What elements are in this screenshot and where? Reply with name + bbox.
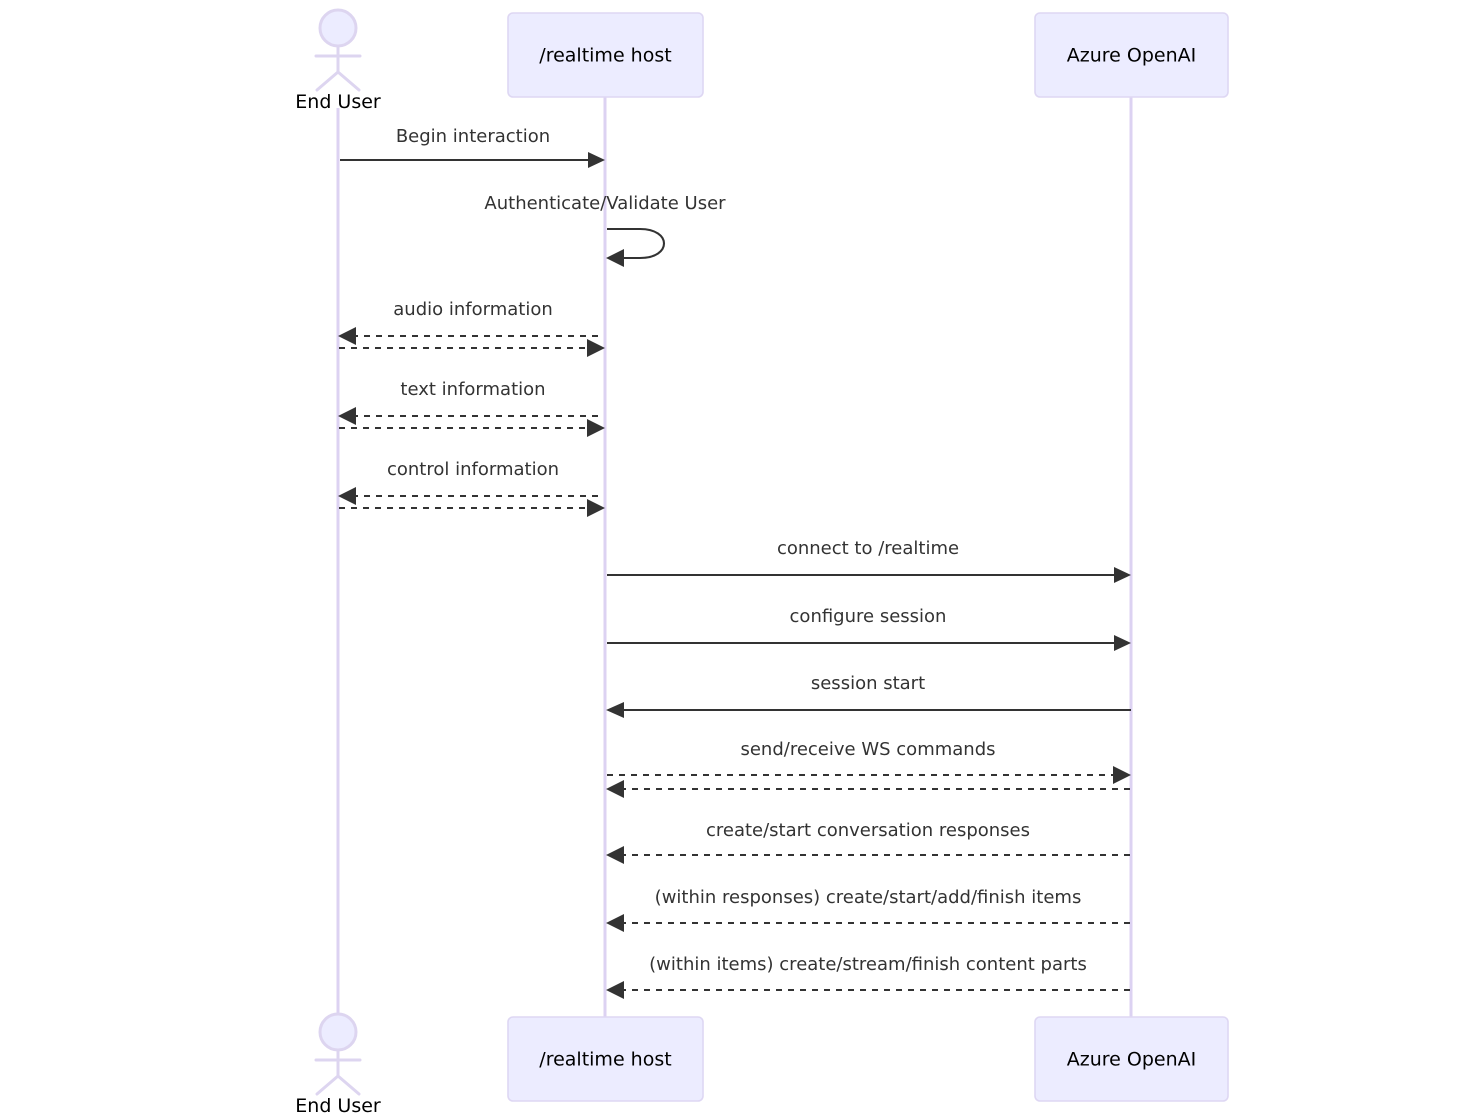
message-label: configure session [790, 606, 947, 627]
arrowhead-left-icon [338, 407, 356, 425]
arrowhead-left-icon [606, 846, 624, 864]
participant-box-shape [507, 1016, 704, 1102]
participant-box-shape [1034, 12, 1229, 98]
arrowhead-right-icon [1114, 635, 1131, 651]
message-configure-session[interactable]: configure session [607, 606, 1131, 651]
arrowhead-left-icon [606, 914, 624, 932]
message-label: Authenticate/Validate User [484, 193, 726, 214]
message-authenticate-validate-user[interactable]: Authenticate/Validate User [484, 193, 726, 267]
arrowhead-right-icon [587, 419, 605, 437]
message-label: text information [400, 379, 545, 400]
arrowhead-right-icon [587, 499, 605, 517]
actor-leg-left-icon [315, 70, 340, 92]
actor-label-end-user-bottom: End User [295, 1095, 381, 1115]
participant-box-shape [1034, 1016, 1229, 1102]
participant-realtime-host-top[interactable]: /realtime host [507, 12, 704, 98]
actor-label-end-user-top: End User [295, 91, 381, 113]
message-within-items-content-parts[interactable]: (within items) create/stream/finish cont… [606, 954, 1131, 999]
participant-realtime-host-bottom[interactable]: /realtime host [507, 1016, 704, 1102]
arrowhead-left-icon [338, 487, 356, 505]
message-label: Begin interaction [396, 126, 550, 147]
message-self-loop-line [607, 227, 666, 260]
participant-azure-openai-top[interactable]: Azure OpenAI [1034, 12, 1229, 98]
message-label: (within items) create/stream/finish cont… [649, 954, 1087, 975]
participant-label-realtime-host-top: /realtime host [539, 45, 671, 67]
message-within-responses-items[interactable]: (within responses) create/start/add/fini… [606, 887, 1131, 932]
message-connect-to-realtime[interactable]: connect to /realtime [607, 538, 1131, 583]
arrowhead-right-icon [587, 339, 605, 357]
arrowhead-left-icon [606, 249, 624, 267]
actor-leg-left-icon [315, 1074, 340, 1096]
arrowhead-right-icon [1113, 766, 1131, 784]
message-begin-interaction[interactable]: Begin interaction [340, 126, 605, 168]
actor-head-icon [318, 1012, 358, 1052]
message-audio-information[interactable]: audio information [338, 299, 605, 357]
message-send-receive-ws-commands[interactable]: send/receive WS commands [606, 739, 1131, 798]
message-label: connect to /realtime [777, 538, 959, 559]
arrowhead-left-icon [606, 981, 624, 999]
actor-leg-right-icon [336, 1074, 361, 1096]
participant-label-azure-openai-top: Azure OpenAI [1067, 45, 1196, 67]
message-control-information[interactable]: control information [338, 459, 605, 517]
message-text-information[interactable]: text information [338, 379, 605, 437]
actor-end-user-top[interactable]: End User [295, 8, 381, 113]
message-label: audio information [393, 299, 553, 320]
message-create-start-conversation-responses[interactable]: create/start conversation responses [606, 820, 1131, 864]
arrowhead-left-icon [606, 702, 624, 718]
participant-label-realtime-host-bottom: /realtime host [539, 1049, 671, 1071]
arrowhead-left-icon [338, 327, 356, 345]
actor-leg-right-icon [336, 70, 361, 92]
message-label: (within responses) create/start/add/fini… [655, 887, 1082, 908]
actor-head-icon [318, 8, 358, 48]
arrowhead-left-icon [606, 780, 624, 798]
message-label: send/receive WS commands [740, 739, 995, 760]
message-label: session start [811, 673, 925, 694]
lifelines-group [336, 97, 1133, 1018]
message-label: control information [387, 459, 559, 480]
arrowhead-right-icon [588, 152, 605, 168]
participant-box-shape [507, 12, 704, 98]
message-label: create/start conversation responses [706, 820, 1030, 841]
participant-label-azure-openai-bottom: Azure OpenAI [1067, 1049, 1196, 1071]
actor-end-user-bottom[interactable]: End User [295, 1012, 381, 1115]
message-session-start[interactable]: session start [606, 673, 1131, 718]
participant-azure-openai-bottom[interactable]: Azure OpenAI [1034, 1016, 1229, 1102]
arrowhead-right-icon [1114, 567, 1131, 583]
